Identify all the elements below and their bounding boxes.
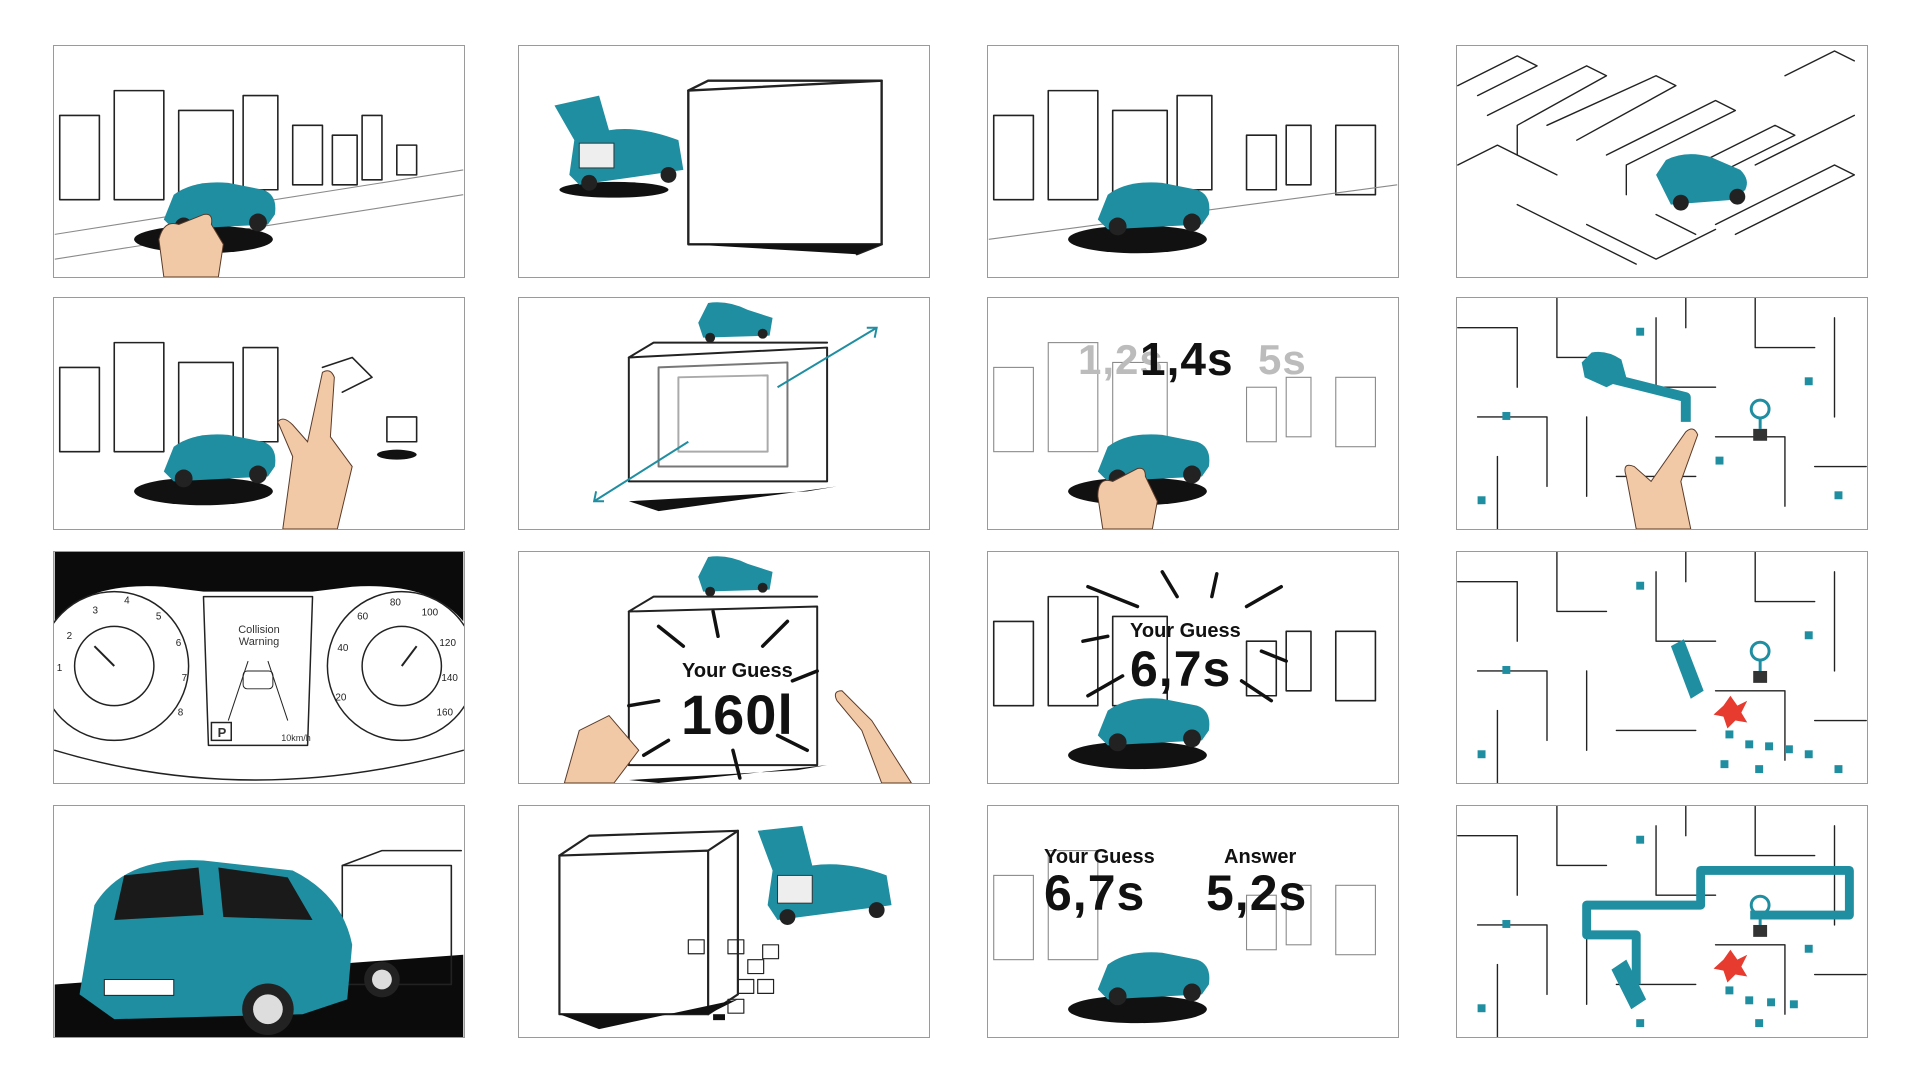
collision-warning-label: Collision Warning — [238, 624, 280, 648]
answer-time-value: 5,2s — [1206, 865, 1308, 921]
gear-indicator: P — [217, 725, 227, 740]
svg-text:100: 100 — [422, 607, 439, 618]
guess-time-illustration — [992, 570, 1377, 770]
cube-expand-illustration — [592, 302, 878, 512]
svg-text:3: 3 — [92, 605, 98, 616]
dashboard-illustration: 0 1 2 3 4 5 6 7 8 20 40 60 80 100 120 14… — [54, 552, 464, 783]
city-car-illustration — [988, 89, 1398, 254]
panel-r4c3-guess-answer: Your Guess 6,7s Answer 5,2s — [987, 805, 1399, 1038]
svg-text:80: 80 — [390, 598, 402, 609]
guess-volume-value: 160l — [681, 683, 794, 746]
cube-trunk-illustration — [558, 825, 892, 1030]
panel-r3c2-guess-volume: Your Guess 160l — [518, 551, 930, 784]
panel-r2c4-maze-route — [1456, 297, 1868, 530]
guess-label: Your Guess — [1130, 620, 1241, 642]
maze-collision-illustration — [1457, 552, 1867, 783]
car-closeup-illustration — [54, 849, 464, 1037]
selected-time-value: 1,4s — [1140, 333, 1234, 385]
ghost-time-left: 1,2s — [1078, 336, 1164, 383]
svg-text:7: 7 — [182, 673, 188, 684]
svg-text:40: 40 — [337, 643, 349, 654]
panel-r4c1-car-closeup — [53, 805, 465, 1038]
left-gauge-numbers: 0 1 2 3 4 5 6 7 8 — [57, 596, 188, 719]
panel-r3c3-guess-time: Your Guess 6,7s — [987, 551, 1399, 784]
svg-text:2: 2 — [67, 631, 73, 642]
right-gauge-numbers: 20 40 60 80 100 120 140 160 — [335, 598, 458, 719]
city-time-illustration — [993, 342, 1376, 529]
maze-3d-illustration — [1457, 50, 1856, 265]
panel-r4c2-cube-trunk — [518, 805, 930, 1038]
svg-text:60: 60 — [357, 611, 369, 622]
panel-r3c1-dashboard: 0 1 2 3 4 5 6 7 8 20 40 60 80 100 120 14… — [53, 551, 465, 784]
guess-label: Your Guess — [682, 660, 793, 682]
panel-r2c1-city-swipe — [53, 297, 465, 530]
guess-label: Your Guess — [1044, 846, 1155, 868]
svg-text:160: 160 — [436, 708, 453, 719]
svg-text:8: 8 — [178, 708, 184, 719]
speed-readout: 10km/h — [281, 733, 311, 743]
panel-r1c3-city-car — [987, 45, 1399, 278]
panel-r3c4-maze-collision — [1456, 551, 1868, 784]
trunk-cube-illustration — [554, 79, 883, 256]
guess-volume-illustration — [563, 556, 912, 783]
svg-text:4: 4 — [124, 596, 130, 607]
city-swipe-illustration — [58, 341, 418, 529]
guess-time-value: 6,7s — [1044, 865, 1146, 921]
svg-text:6: 6 — [176, 638, 182, 649]
svg-text:120: 120 — [439, 638, 456, 649]
answer-label: Answer — [1224, 846, 1297, 868]
svg-text:20: 20 — [335, 693, 347, 704]
panel-r1c2-trunk-cube — [518, 45, 930, 278]
maze-solution-illustration — [1457, 806, 1867, 1037]
panel-r1c1-city-drive — [53, 45, 465, 278]
ghost-time-right: 5s — [1258, 336, 1307, 383]
maze-route-illustration — [1457, 298, 1867, 529]
panel-r2c3-time-slider: 1,2s 1,4s 5s — [987, 297, 1399, 530]
panel-r2c2-cube-expand — [518, 297, 930, 530]
guess-time-value: 6,7s — [1130, 641, 1232, 697]
city-scene-illustration — [54, 89, 464, 277]
svg-text:1: 1 — [57, 663, 63, 674]
panel-r1c4-maze-3d — [1456, 45, 1868, 278]
guess-answer-illustration — [993, 850, 1376, 1024]
svg-text:140: 140 — [441, 673, 458, 684]
svg-text:5: 5 — [156, 611, 162, 622]
panel-r4c4-maze-solution — [1456, 805, 1868, 1038]
